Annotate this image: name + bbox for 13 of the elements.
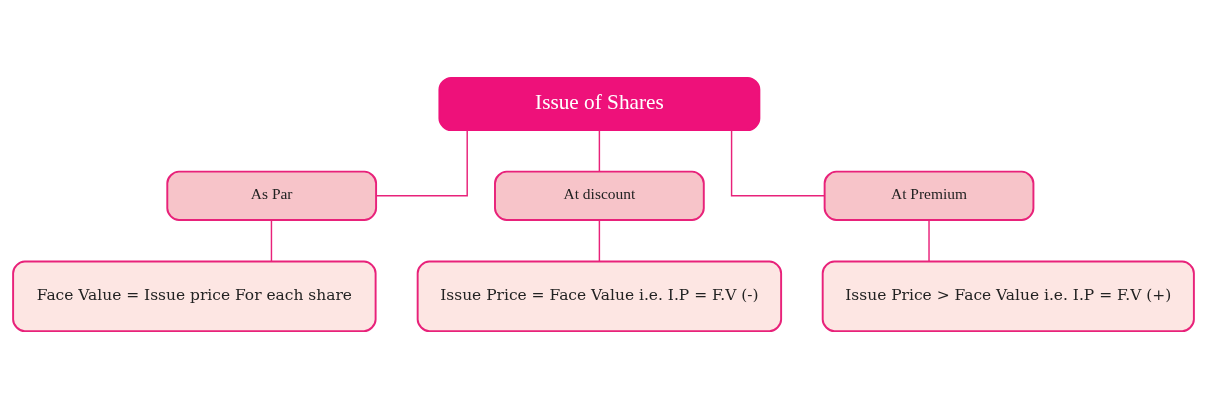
node-box: At discount: [494, 170, 705, 221]
connector: [730, 129, 826, 197]
node-box: Face Value = Issue price For each share: [12, 260, 377, 332]
connector: [928, 218, 930, 262]
node-box: As Par: [166, 170, 378, 221]
connector: [598, 129, 601, 172]
connector: [375, 129, 468, 197]
node-box: Issue of Shares: [438, 76, 761, 131]
node-box: At Premium: [823, 170, 1035, 221]
node-box: Issue Price = Face Value i.e. I.P = F.V (-): [416, 260, 783, 332]
connector: [598, 218, 601, 262]
connector: [270, 218, 273, 262]
node-box: Issue Price > Face Value i.e. I.P = F.V (+): [821, 260, 1195, 332]
